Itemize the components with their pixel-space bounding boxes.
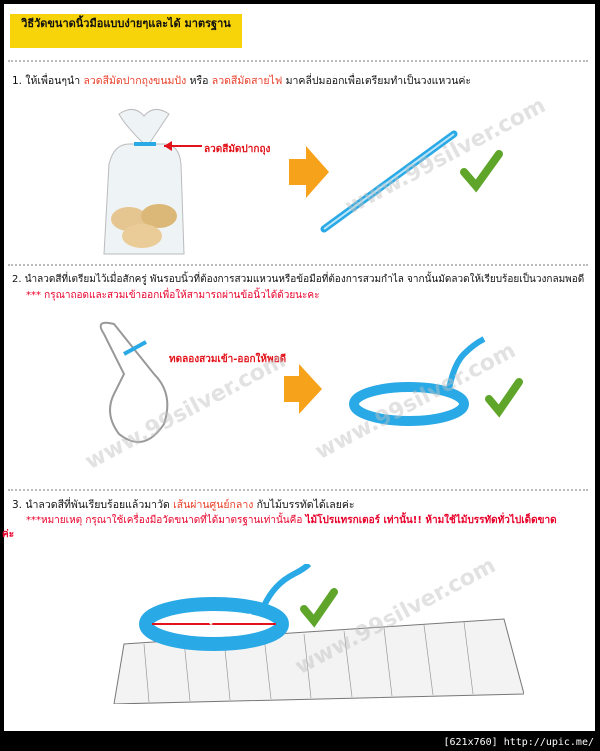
- check-icon: [485, 378, 523, 418]
- diameter-label: เส้นผ่านศูนย์กลาง ในแหวน: [175, 615, 259, 639]
- fit-test-label: ทดลองสวมเข้า-ออกให้พอดี: [169, 354, 287, 365]
- check-icon: [300, 588, 338, 628]
- wire-ring: [139, 597, 289, 651]
- bread-icon: [122, 224, 162, 248]
- image-host-footer: [621x760] http://upic.me/: [443, 737, 594, 748]
- arrow-right-icon: [289, 146, 329, 198]
- wire-ring: [349, 382, 469, 426]
- step-1-illustration: [103, 109, 503, 255]
- divider: [8, 264, 588, 266]
- divider: [8, 60, 588, 62]
- step-3-illustration: [113, 564, 524, 704]
- step-3-note-end: ค่ะ: [2, 529, 15, 540]
- page-title: วิธีวัดขนาดนิ้วมือแบบง่ายๆและได้ มาตรฐาน: [10, 14, 242, 48]
- step-3-note: ***หมายเหตุ กรุณาใช้เครื่องมือวัดขนาดที่…: [26, 515, 557, 526]
- step-3-text: 3. นำลวดสีที่พันเรียบร้อยแล้วมาวัด เส้นผ…: [12, 499, 355, 511]
- bag-tie-label: ลวดสีมัดปากถุง: [204, 144, 271, 155]
- instruction-page: วิธีวัดขนาดนิ้วมือแบบง่ายๆและได้ มาตรฐาน…: [2, 4, 595, 731]
- hand-icon: [99, 321, 169, 443]
- step-2-illustration: [99, 321, 523, 443]
- arrow-right-icon: [284, 364, 322, 414]
- step-2-text: 2. นำลวดสีที่เตรียมไว้เมื่อสักครู่ พันรอ…: [12, 274, 585, 285]
- check-icon: [460, 150, 503, 193]
- step-1-text: 1. ให้เพื่อนๆนำ ลวดสีมัดปากถุงขนมปัง หรื…: [12, 75, 472, 87]
- divider: [8, 489, 588, 491]
- step-2-note: *** กรุณาถอดและสวมเข้าออกเพื่อให้สามารถผ…: [26, 290, 320, 301]
- bread-icon: [141, 204, 177, 228]
- wire-on-finger: [123, 340, 147, 356]
